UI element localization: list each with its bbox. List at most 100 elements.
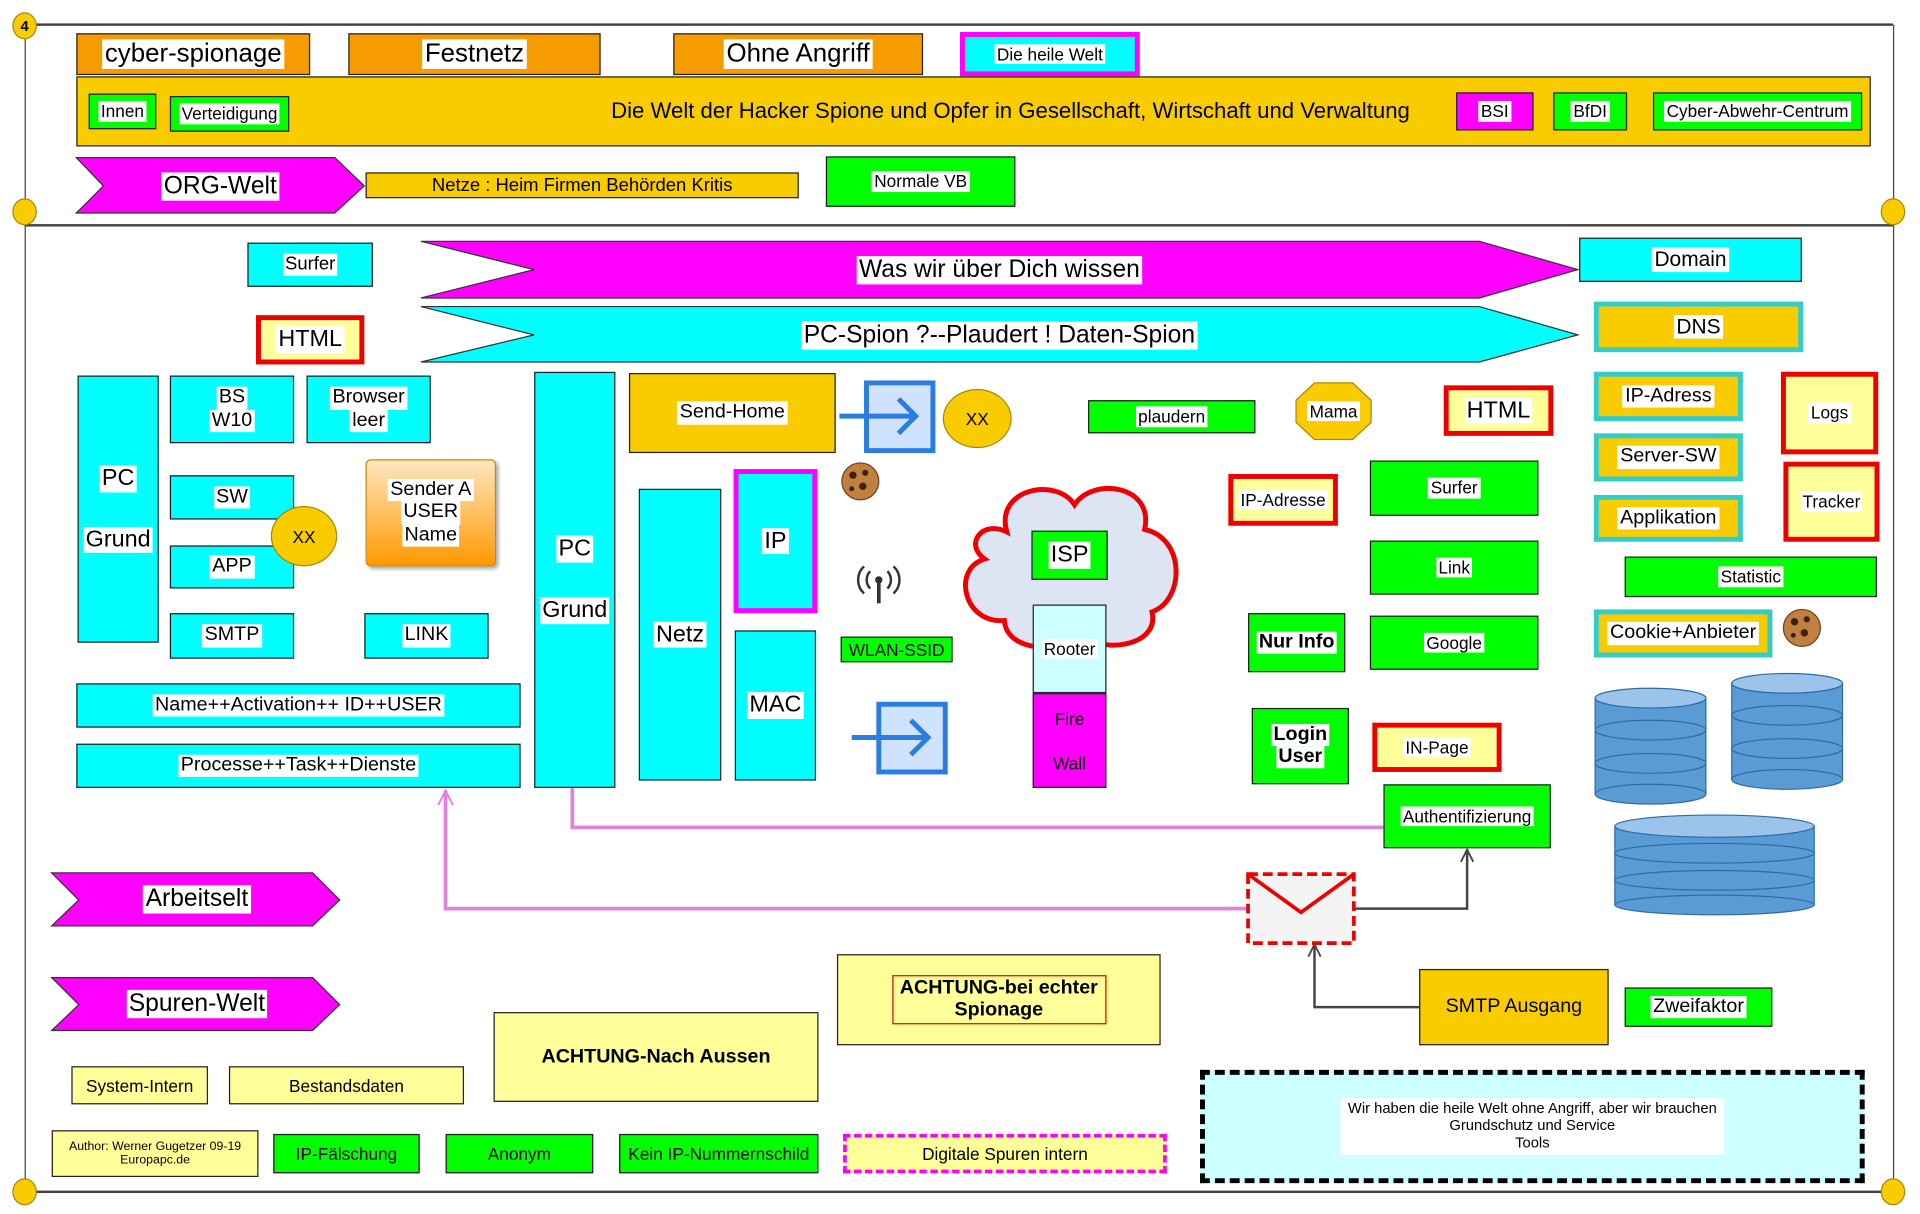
statistic-box: Statistic <box>1624 556 1877 598</box>
ip-faelschung-box: IP-Fälschung <box>273 1133 420 1174</box>
label: User <box>1275 746 1325 769</box>
wifi-antenna-icon <box>856 565 901 604</box>
achtung-nach-aussen-box: ACHTUNG-Nach Aussen <box>493 1012 819 1102</box>
label: USER <box>400 501 461 525</box>
label: plaudern <box>1135 406 1208 427</box>
google-box: Google <box>1369 615 1539 670</box>
netze-box: Netze : Heim Firmen Behörden Kritis <box>365 172 799 199</box>
ip-box: IP <box>733 469 818 614</box>
label: Login <box>1271 723 1330 747</box>
name-activation-box: Name++Activation++ ID++USER <box>76 683 521 728</box>
label: Bestandsdaten <box>288 1075 404 1096</box>
label: Server-SW <box>1617 446 1719 469</box>
label: Name++Activation++ ID++USER <box>152 694 445 717</box>
label: XX <box>292 526 316 547</box>
label: HTML <box>275 326 345 354</box>
info-text: Wir haben die heile Welt ohne Angriff, a… <box>1340 1098 1725 1155</box>
frame-right <box>1892 24 1895 1192</box>
label: Google <box>1423 632 1485 653</box>
xx-circle-2: XX <box>942 389 1012 449</box>
tab-cyber-spionage[interactable]: cyber-spionage <box>76 33 311 76</box>
label: IP <box>761 527 789 555</box>
frame-bottom <box>24 1190 1893 1194</box>
label: Cookie+Anbieter <box>1607 622 1759 645</box>
label: Digitale Spuren intern <box>922 1143 1088 1164</box>
app-box: APP <box>169 545 295 589</box>
server-sw-box: Server-SW <box>1593 433 1743 482</box>
tab-label: Ohne Angriff <box>724 39 873 70</box>
normale-vb-box: Normale VB <box>825 156 1016 207</box>
system-intern-box: System-Intern <box>71 1066 209 1105</box>
dns-box: DNS <box>1593 301 1804 353</box>
label: System-Intern <box>86 1075 194 1096</box>
label: ACHTUNG-Nach Aussen <box>541 1045 771 1067</box>
banner-title-text: Die Welt der Hacker Spione und Opfer in … <box>611 98 1410 124</box>
smtp-ausgang-box: SMTP Ausgang <box>1419 968 1609 1046</box>
mama-label: Mama <box>1295 382 1373 441</box>
label: BS <box>216 386 248 410</box>
tab-label: cyber-spionage <box>102 39 285 70</box>
wlan-ssid-box: WLAN-SSID <box>840 636 953 663</box>
mac-box: MAC <box>734 630 817 781</box>
zweifaktor-box: Zweifaktor <box>1624 987 1773 1027</box>
label: Netz <box>653 621 707 649</box>
label: APP <box>209 555 255 579</box>
label: IP-Adress <box>1622 385 1715 408</box>
ip-adresse-box: IP-Adresse <box>1228 474 1338 526</box>
html-box: HTML <box>256 315 365 365</box>
label: Kein IP-Nummernschild <box>628 1143 810 1164</box>
authentifizierung-box: Authentifizierung <box>1383 784 1551 849</box>
label: Grund <box>539 597 610 625</box>
logs-box: Logs <box>1780 371 1879 455</box>
frame-top <box>24 23 1893 26</box>
label: SW <box>213 486 251 509</box>
link-box: LINK <box>364 613 489 659</box>
tag-label: Verteidigung <box>179 103 280 124</box>
label: PC <box>99 464 137 492</box>
tab-label: Festnetz <box>422 39 527 70</box>
label: PC <box>556 535 594 563</box>
label: MAC <box>746 692 804 719</box>
label: Anonym <box>487 1143 551 1164</box>
tracker-box: Tracker <box>1783 461 1880 542</box>
database-icon <box>1614 814 1815 916</box>
label: leer <box>349 409 388 433</box>
database-icon <box>1731 672 1844 790</box>
label: Fire <box>1054 708 1085 729</box>
arbeitselt-label: Arbeitselt <box>79 873 315 926</box>
cookie-icon <box>841 462 880 501</box>
label: Logs <box>1808 403 1851 423</box>
label: Nur Info <box>1256 631 1337 654</box>
tab-die-heile-welt[interactable]: Die heile Welt <box>960 32 1140 77</box>
envelope-icon[interactable] <box>1246 872 1358 947</box>
tag-cyber-abwehr-centrum: Cyber-Abwehr-Centrum <box>1652 92 1863 131</box>
link-box-2: Link <box>1369 540 1539 595</box>
label: Surfer <box>282 254 338 276</box>
digitale-spuren-box: Digitale Spuren intern <box>843 1133 1167 1174</box>
plaudern-box: plaudern <box>1088 400 1256 434</box>
label: HTML <box>1464 397 1533 425</box>
label: Spuren-Welt <box>126 989 268 1019</box>
tab-festnetz[interactable]: Festnetz <box>348 33 601 76</box>
info-line: Tools <box>1515 1133 1550 1152</box>
label: Mama <box>1307 401 1360 422</box>
label: SMTP <box>202 624 262 648</box>
banner1-label: Was wir über Dich wissen <box>738 241 1260 298</box>
processe-box: Processe++Task++Dienste <box>76 743 521 788</box>
spuren-welt-label: Spuren-Welt <box>79 978 315 1031</box>
label: Grund <box>83 526 154 554</box>
label: Wall <box>1053 752 1086 773</box>
send-arrow-icon <box>839 380 936 454</box>
label: Tracker <box>1800 491 1863 512</box>
label: ORG-Welt <box>161 171 280 201</box>
author-text: Author: Werner Gugetzer 09-19 <box>68 1140 242 1154</box>
database-icons <box>1594 672 1844 916</box>
tab-ohne-angriff[interactable]: Ohne Angriff <box>673 33 924 76</box>
label: Normale VB <box>871 171 970 192</box>
cookie-anbieter-box: Cookie+Anbieter <box>1593 609 1773 658</box>
